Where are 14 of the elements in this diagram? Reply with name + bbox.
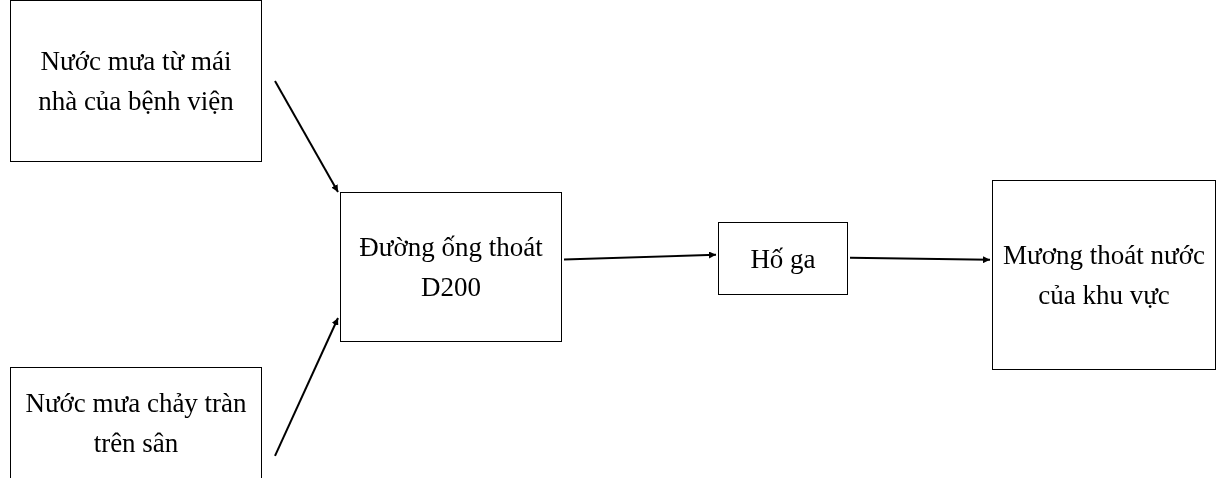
process-box	[10, 0, 262, 162]
box-label: Mương thoát nước của khu vực	[1002, 239, 1206, 312]
arrow	[274, 317, 339, 457]
box-label: Nước mưa chảy tràn trên sân	[24, 387, 248, 460]
process-box	[10, 367, 262, 478]
arrow	[274, 80, 339, 193]
process-box	[992, 180, 1216, 370]
process-box	[340, 192, 562, 342]
box-label: Hố ga	[750, 242, 816, 276]
process-box	[718, 222, 848, 295]
box-label: Nước mưa từ mái nhà của bệnh viện	[37, 45, 235, 118]
arrow	[563, 251, 717, 261]
arrow	[849, 256, 991, 264]
box-label: Đường ống thoát D200	[358, 231, 544, 304]
